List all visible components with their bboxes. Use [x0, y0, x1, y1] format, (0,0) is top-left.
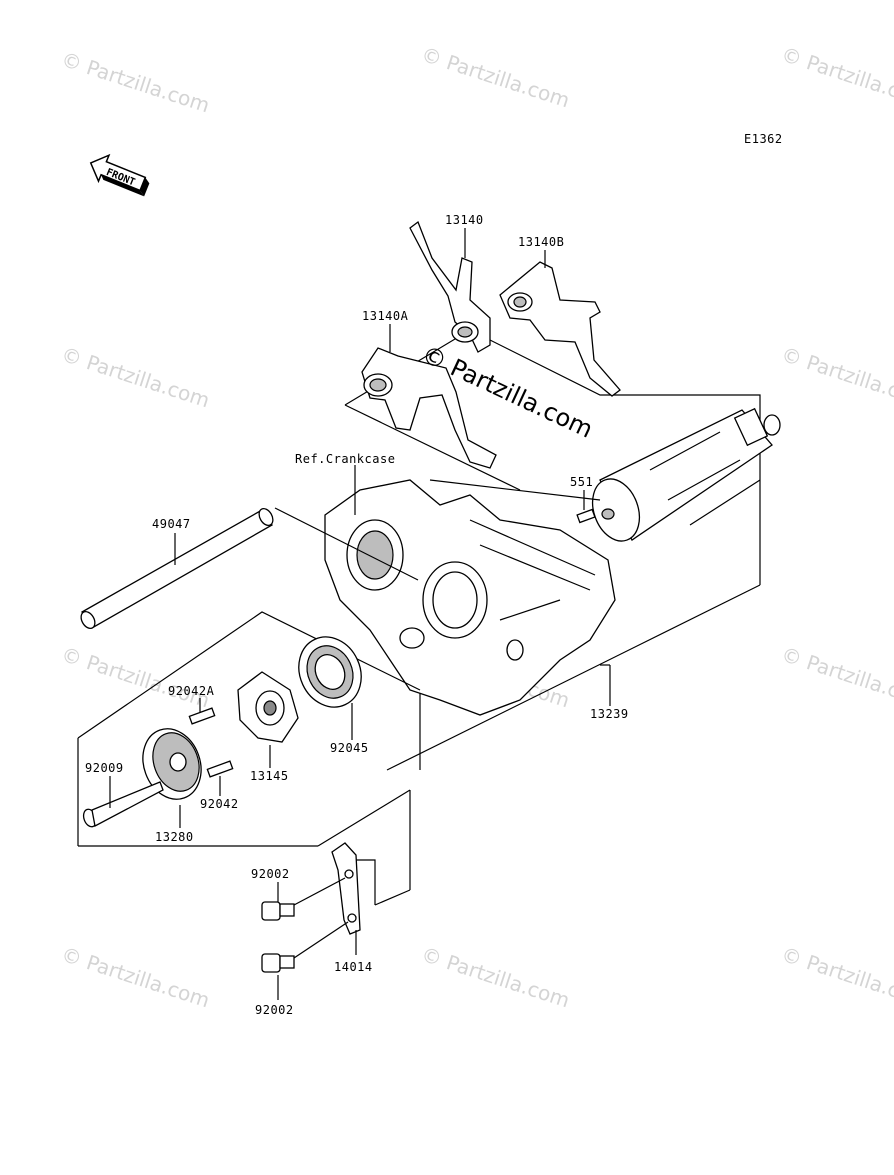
watermark: © Partzilla.com	[778, 642, 894, 713]
label-92042: 92042	[200, 797, 239, 811]
watermark: © Partzilla.com	[418, 942, 572, 1013]
watermark: © Partzilla.com	[778, 942, 894, 1013]
shift-shaft-49047	[80, 507, 419, 630]
watermark: © Partzilla.com	[58, 642, 212, 713]
pin-holder-13145	[237, 671, 299, 768]
label-92002-bottom: 92002	[255, 1003, 294, 1017]
label-13140A: 13140A	[362, 309, 409, 323]
label-13239: 13239	[590, 707, 629, 721]
watermark: © Partzilla.com	[58, 47, 212, 118]
shift-drum-13239	[386, 407, 781, 771]
pin-551	[576, 490, 596, 524]
bearing-92045	[298, 636, 362, 740]
bracket-14014	[331, 790, 411, 955]
watermark: © Partzilla.com	[58, 942, 212, 1013]
label-92009: 92009	[85, 761, 124, 775]
diagram-code: E1362	[744, 132, 783, 146]
shift-fork-13140	[409, 220, 491, 353]
pin-92042	[206, 760, 234, 796]
pin-92042A	[188, 698, 216, 725]
crankcase-reference	[324, 465, 616, 716]
label-92045: 92045	[330, 741, 369, 755]
part-labels: 13140 13140B 13140A Ref.Crankcase 551 49…	[85, 213, 629, 1017]
label-13145: 13145	[250, 769, 289, 783]
watermark: © Partzilla.com	[778, 342, 894, 413]
label-49047: 49047	[152, 517, 191, 531]
label-13140B: 13140B	[518, 235, 564, 249]
label-551: 551	[570, 475, 593, 489]
watermark: © Partzilla.com	[418, 42, 572, 113]
label-ref-crankcase: Ref.Crankcase	[295, 452, 395, 466]
shift-fork-13140B	[499, 261, 621, 397]
plate-13280	[142, 728, 202, 828]
shift-fork-group	[344, 220, 761, 585]
front-arrow-icon: FRONT	[89, 153, 150, 197]
label-13140: 13140	[445, 213, 484, 227]
label-14014: 14014	[334, 960, 373, 974]
watermark: © Partzilla.com	[58, 342, 212, 413]
lower-assembly-group	[77, 611, 421, 847]
label-13280: 13280	[155, 830, 194, 844]
label-92042A: 92042A	[168, 684, 215, 698]
label-92002-top: 92002	[251, 867, 290, 881]
watermark: © Partzilla.com	[778, 42, 894, 113]
screw-92009	[82, 776, 164, 828]
bolt-92002-bottom	[261, 921, 349, 1000]
bolt-92002-top	[261, 877, 346, 921]
shift-fork-13140A	[361, 347, 497, 469]
